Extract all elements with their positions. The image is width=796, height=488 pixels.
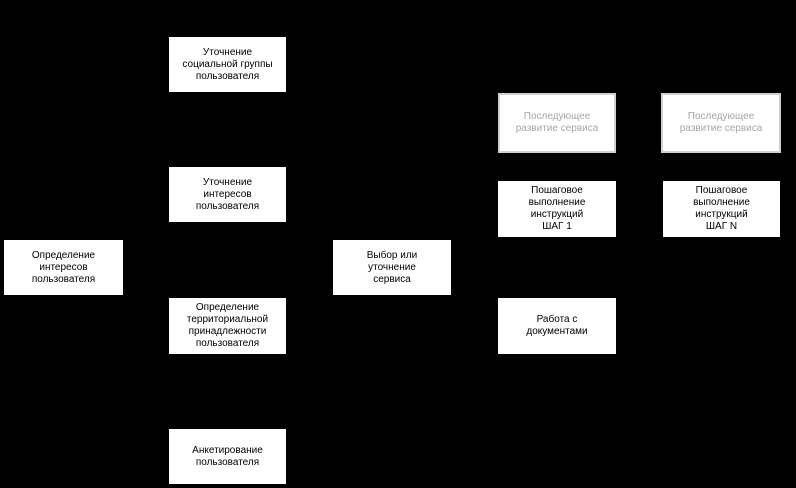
- node-step-n-label: Пошаговое выполнение инструкций ШАГ N: [693, 185, 750, 232]
- node-social: Уточнение социальной группы пользователя: [169, 37, 286, 92]
- node-docs: Работа с документами: [498, 298, 616, 354]
- node-survey-label: Анкетирование пользователя: [192, 444, 263, 468]
- node-social-label: Уточнение социальной группы пользователя: [182, 46, 273, 82]
- node-docs-label: Работа с документами: [526, 314, 588, 337]
- node-next-n: Последующее развитие сервиса: [661, 93, 781, 153]
- node-interests: Уточнение интересов пользователя: [169, 167, 286, 222]
- node-next-1: Последующее развитие сервиса: [498, 93, 616, 153]
- node-territory: Определение территориальной принадлежнос…: [169, 298, 286, 354]
- node-interests-label: Уточнение интересов пользователя: [195, 176, 260, 212]
- node-step-n: Пошаговое выполнение инструкций ШАГ N: [663, 181, 780, 237]
- node-step-1: Пошаговое выполнение инструкций ШАГ 1: [498, 181, 616, 237]
- node-service-label: Выбор или уточнение сервиса: [366, 249, 418, 285]
- node-step-1-label: Пошаговое выполнение инструкций ШАГ 1: [528, 185, 586, 232]
- node-next-n-label: Последующее развитие сервиса: [679, 111, 763, 134]
- node-service: Выбор или уточнение сервиса: [333, 240, 451, 295]
- node-next-1-label: Последующее развитие сервиса: [515, 111, 599, 134]
- node-start-label: Определение интересов пользователя: [31, 249, 96, 285]
- node-survey: Анкетирование пользователя: [169, 429, 286, 484]
- node-territory-label: Определение территориальной принадлежнос…: [186, 302, 269, 349]
- node-start: Определение интересов пользователя: [4, 240, 123, 295]
